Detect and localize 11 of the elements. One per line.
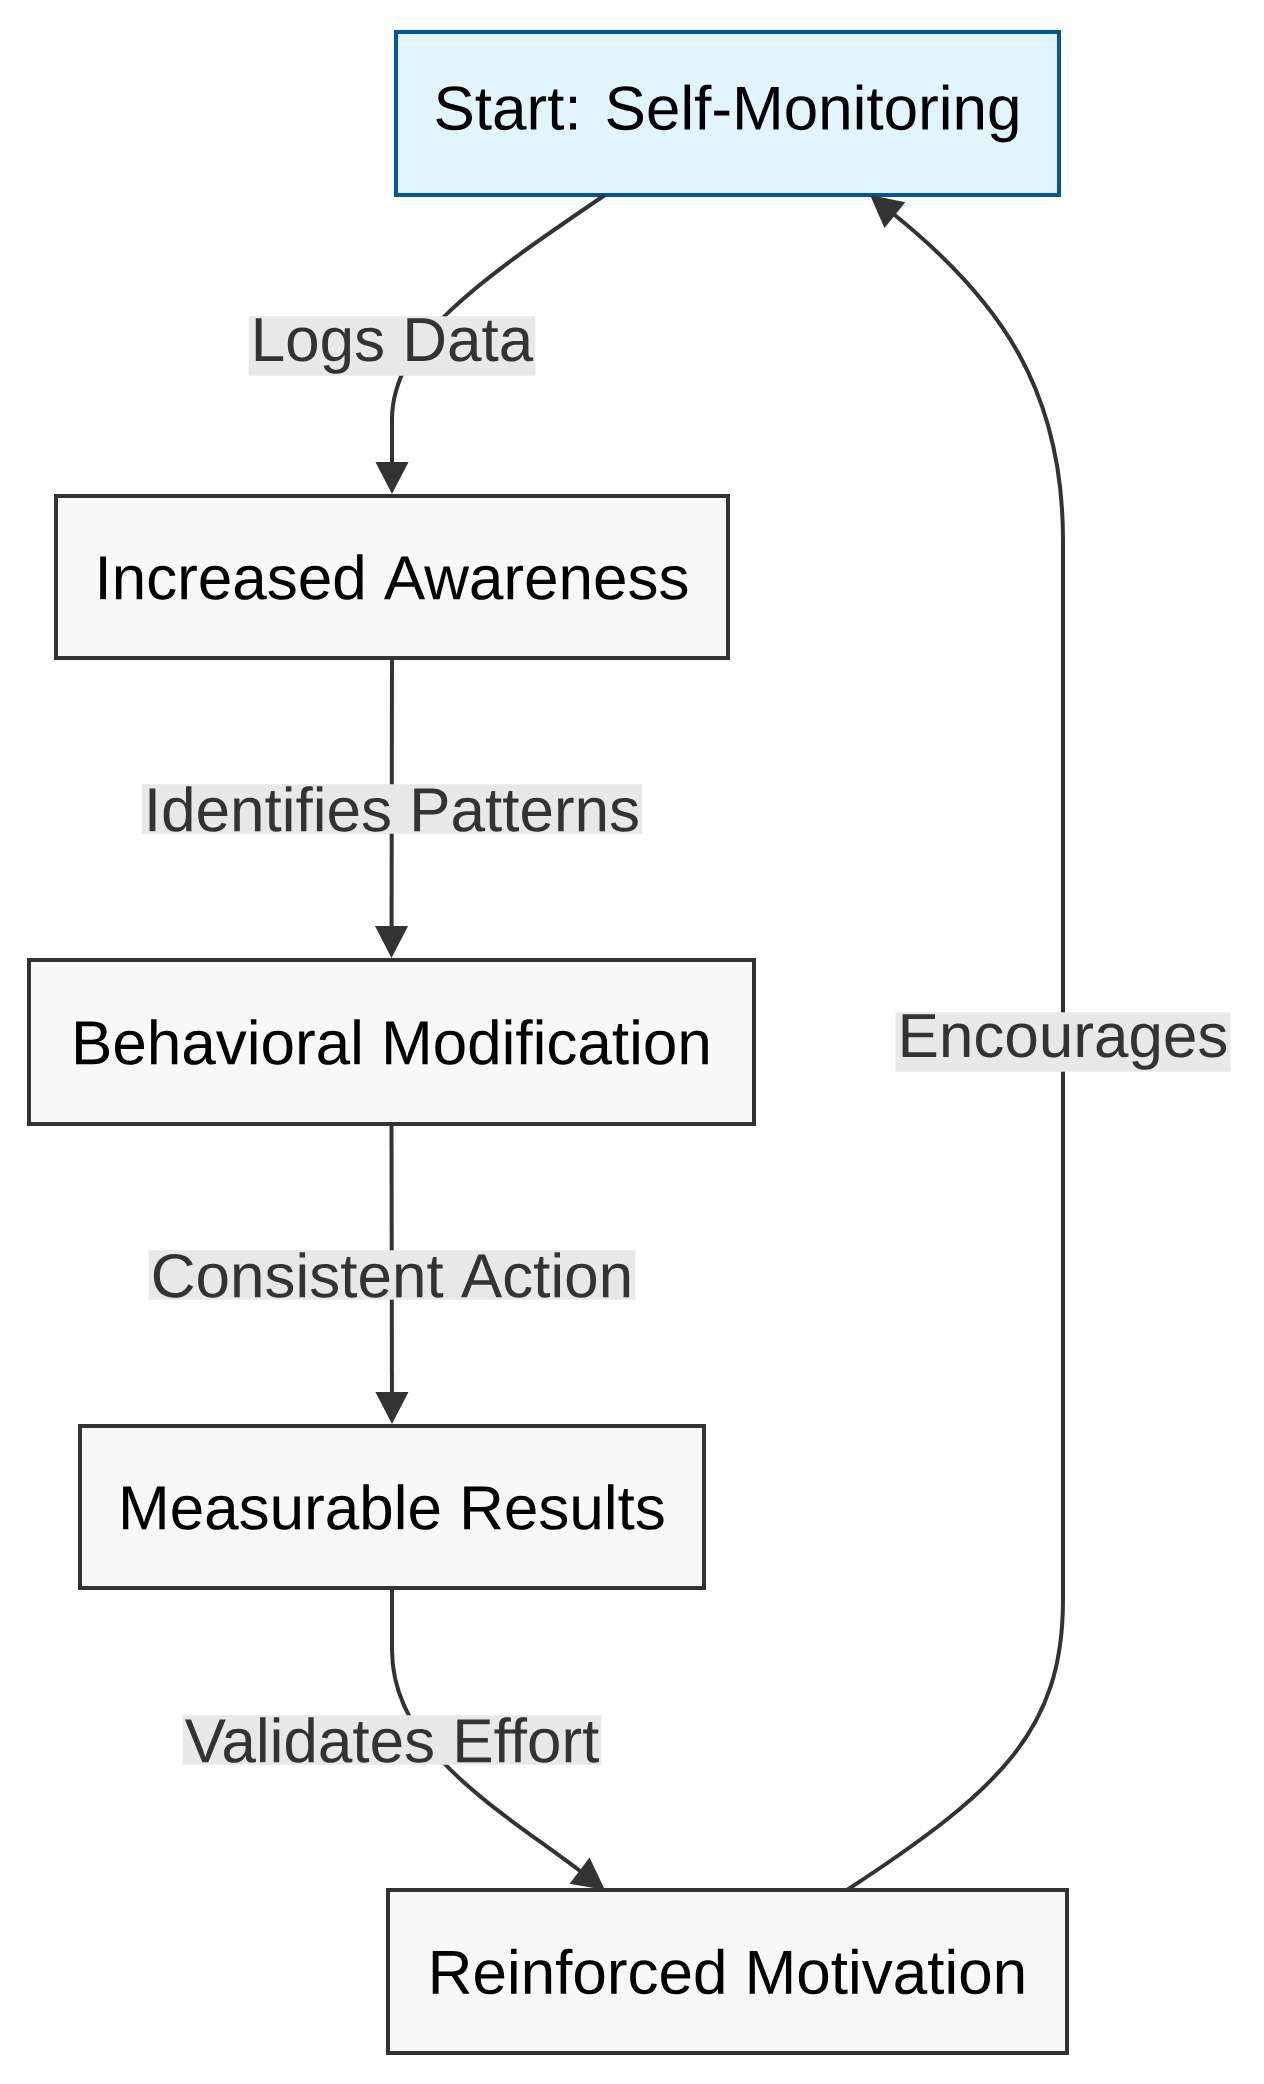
- process-box: Measurable Results: [78, 1424, 706, 1590]
- edge-label: Logs Data: [255, 318, 534, 374]
- edge-label: Consistent Action: [153, 1252, 630, 1298]
- arrow: [845, 195, 1065, 1892]
- start-box: Start: Self-Monitoring: [394, 30, 1061, 197]
- edge-label: Encourages: [902, 1014, 1227, 1070]
- edge-label: Identifies Patterns: [149, 786, 638, 832]
- edge-label: Validates Effort: [184, 1717, 599, 1763]
- process-box: Reinforced Motivation: [386, 1888, 1069, 2055]
- process-box: Behavioral Modification: [27, 958, 756, 1126]
- process-box: Increased Awareness: [54, 494, 730, 660]
